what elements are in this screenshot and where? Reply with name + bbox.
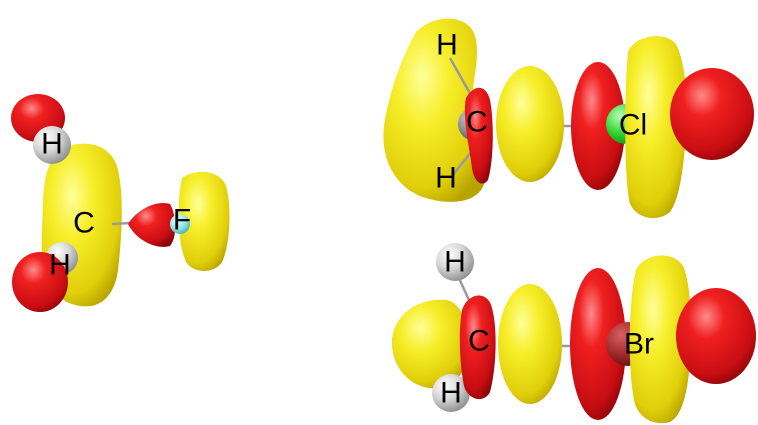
- negative-lobe: [571, 62, 625, 190]
- molecule-ch2f: H C F H: [11, 94, 230, 312]
- atom-label-h: H: [436, 29, 458, 62]
- atom-label-h: H: [435, 162, 457, 195]
- positive-lobe: [391, 299, 468, 389]
- positive-lobe: [629, 255, 692, 424]
- atom-label-c: C: [73, 207, 95, 240]
- negative-lobe: [128, 202, 176, 247]
- atom-label-c: C: [466, 106, 488, 139]
- hydrogen-atom: [432, 374, 470, 412]
- atom-label-h: H: [440, 377, 462, 410]
- positive-lobe: [178, 171, 230, 271]
- negative-lobe: [464, 87, 493, 184]
- atom-label-c: C: [468, 325, 490, 358]
- atom-label-h: H: [444, 246, 466, 279]
- positive-lobe: [496, 66, 564, 182]
- molecule-ch2cl: H C Cl H: [383, 18, 754, 219]
- molecule-ch2br: H C Br H: [391, 243, 756, 424]
- negative-lobe: [670, 68, 754, 160]
- positive-lobe: [383, 18, 486, 202]
- atom-label-cl: Cl: [619, 109, 647, 142]
- negative-lobe: [570, 268, 626, 420]
- negative-lobe: [12, 252, 68, 312]
- atom-label-br: Br: [624, 328, 654, 361]
- atom-label-h: H: [41, 128, 63, 161]
- negative-lobe: [459, 295, 496, 400]
- hydrogen-atom: [33, 126, 71, 164]
- atom-label-f: F: [173, 204, 191, 237]
- positive-lobe: [625, 36, 687, 219]
- hydrogen-atom: [436, 243, 474, 281]
- atom-label-h: H: [49, 249, 71, 282]
- positive-lobe: [498, 284, 562, 404]
- fluorine-atom: [170, 214, 190, 234]
- negative-lobe: [676, 288, 756, 384]
